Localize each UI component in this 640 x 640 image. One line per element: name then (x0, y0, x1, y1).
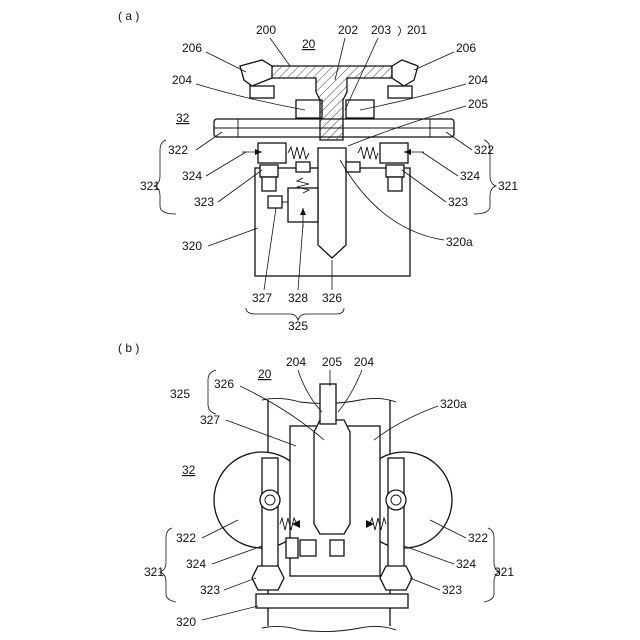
label-321-left-b: 321 (144, 565, 164, 579)
blade-205 (320, 384, 336, 424)
label-325: 325 (288, 319, 308, 333)
clamp-bolt-right (388, 86, 412, 98)
label-328: 328 (288, 291, 308, 305)
leader-324-left-b (212, 546, 262, 564)
label-323-right-b: 323 (442, 583, 462, 597)
leader-206-left (206, 52, 246, 72)
label-320a-b: 320a (440, 397, 467, 411)
adjust-bolt-327 (268, 196, 282, 208)
figure-b: ( b ) (118, 341, 514, 632)
label-202: 202 (338, 23, 358, 37)
label-205: 205 (468, 97, 488, 111)
label-322-right: 322 (474, 143, 494, 157)
leader-320-b (202, 606, 258, 620)
leader-204-left-b (298, 370, 322, 412)
label-204-right: 204 (468, 73, 488, 87)
bolt-right (386, 490, 406, 510)
leader-200 (270, 38, 290, 66)
label-20-b: 20 (258, 367, 272, 381)
leader-324-right (422, 152, 458, 176)
label-327: 327 (252, 291, 272, 305)
label-325-b: 325 (170, 387, 190, 401)
label-203: 203 (371, 23, 391, 37)
label-326-b: 326 (214, 377, 234, 391)
hex-nut-right-323 (380, 566, 412, 590)
brace-201 (398, 26, 401, 36)
arm-left-321 (262, 458, 278, 584)
hex-nut-left-323 (252, 566, 284, 590)
leader-323-left-b (224, 578, 256, 590)
label-206-right: 206 (456, 41, 476, 55)
label-324-left: 324 (182, 169, 202, 183)
label-324-right-b: 324 (456, 557, 476, 571)
label-20: 20 (302, 37, 316, 51)
panel-label-a: ( a ) (118, 9, 139, 23)
nut-left-lower (262, 177, 276, 191)
label-32-b: 32 (182, 463, 196, 477)
arm-right-321 (388, 458, 404, 584)
rail-clamp-left-206 (240, 60, 272, 86)
label-204-left: 204 (172, 73, 192, 87)
nut-right-323 (386, 165, 404, 177)
label-204-right-b: 204 (354, 355, 374, 369)
leader-324-left (206, 152, 246, 176)
bolt-left (260, 490, 280, 510)
label-32: 32 (176, 111, 190, 125)
spring-housing-left (258, 143, 286, 163)
label-321-right-b: 321 (494, 565, 514, 579)
spring-left-324 (288, 147, 309, 159)
nut-right-lower (388, 177, 402, 191)
rail-break-bottom (262, 626, 396, 631)
nut-left-323 (260, 165, 278, 177)
label-320: 320 (182, 239, 202, 253)
leader-323-right-b (410, 578, 440, 590)
panel-label-b: ( b ) (118, 341, 139, 355)
nut-b-right (330, 540, 344, 556)
label-204-left-b: 204 (286, 355, 306, 369)
label-205-b: 205 (322, 355, 342, 369)
rail-clamp-right-206 (392, 60, 418, 86)
label-327-b: 327 (200, 413, 220, 427)
leader-324-right-b (404, 546, 454, 564)
clamp-bolt-left (250, 86, 274, 98)
nut-b-middle (300, 540, 316, 556)
label-321-left: 321 (140, 179, 160, 193)
leader-204-right (360, 84, 466, 110)
label-322-right-b: 322 (468, 531, 488, 545)
label-322-left-b: 322 (176, 531, 196, 545)
spring-housing-right (380, 143, 408, 163)
guide-blade-right-204 (346, 100, 374, 118)
label-323-left: 323 (194, 195, 214, 209)
label-322-left: 322 (168, 143, 188, 157)
guide-plate-326-b (314, 420, 350, 534)
base-plate-320 (256, 594, 408, 608)
leader-320a-b (374, 406, 438, 440)
figure-a: ( a ) (118, 9, 518, 333)
leader-327-b (226, 420, 296, 446)
nut-327-b (286, 538, 298, 558)
spring-right-324 (358, 147, 378, 159)
label-323-right: 323 (448, 195, 468, 209)
label-201: 201 (407, 23, 427, 37)
leader-206-right (414, 52, 454, 70)
leader-322-right (446, 132, 472, 150)
leader-204-right-b (338, 370, 362, 412)
label-320-b: 320 (176, 615, 196, 629)
label-320a: 320a (446, 235, 473, 249)
label-324-right: 324 (460, 169, 480, 183)
label-323-left-b: 323 (200, 583, 220, 597)
block-left (296, 162, 310, 172)
label-326: 326 (322, 291, 342, 305)
guide-plate-326 (318, 148, 346, 258)
label-206-left: 206 (182, 41, 202, 55)
label-324-left-b: 324 (186, 557, 206, 571)
label-321-right: 321 (498, 179, 518, 193)
leader-322-left (196, 132, 222, 150)
leader-320 (208, 228, 258, 246)
block-right (346, 162, 360, 172)
label-200: 200 (256, 23, 276, 37)
